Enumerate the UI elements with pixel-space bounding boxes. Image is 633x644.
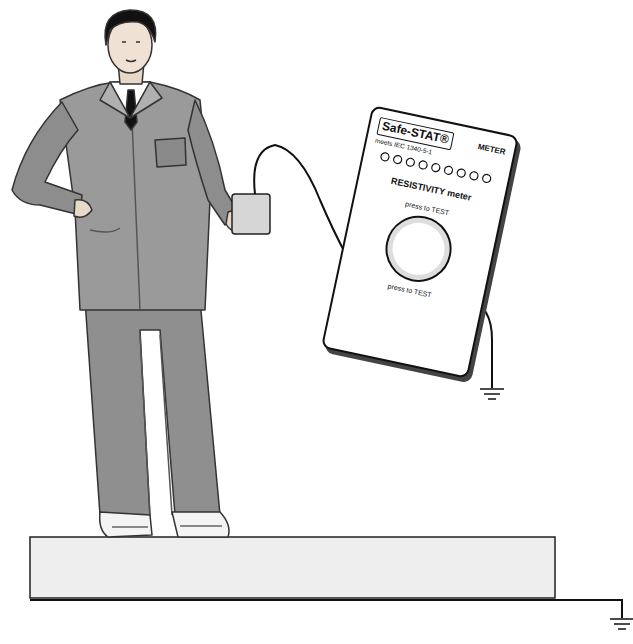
test-button bbox=[379, 209, 457, 287]
meter-title: RESISTIVITY meter bbox=[390, 176, 472, 203]
worker-figure bbox=[12, 10, 246, 537]
ground-symbol bbox=[610, 619, 633, 629]
meter-label: METER bbox=[477, 142, 506, 157]
test-cable bbox=[254, 145, 350, 262]
meter-header: Safe-STAT®METER bbox=[376, 117, 507, 161]
electrode-block bbox=[232, 194, 270, 234]
meter-label: press to TEST bbox=[404, 200, 449, 217]
ground-wire bbox=[30, 600, 622, 618]
platform-slab bbox=[30, 537, 555, 598]
meter-body: Safe-STAT®METERmeets IEC 1340-5-1RESISTI… bbox=[321, 105, 519, 379]
meter-label: press to TEST bbox=[387, 282, 432, 299]
ground-symbol bbox=[480, 389, 504, 399]
